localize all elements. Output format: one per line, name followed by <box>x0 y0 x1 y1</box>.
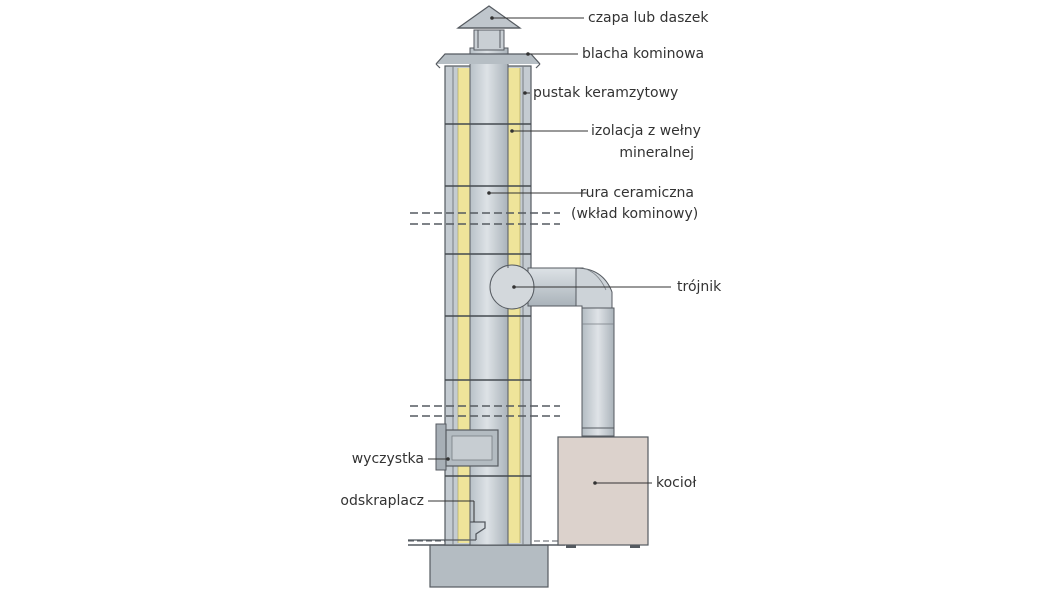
label-condensate: odskraplacz <box>340 493 424 509</box>
label-tee: trójnik <box>677 279 722 295</box>
condensate-drain <box>408 521 486 541</box>
label-insulation-line1: izolacja z wełny <box>591 123 701 139</box>
block-joints <box>445 123 531 477</box>
label-insulation-line2: mineralnej <box>619 145 694 161</box>
leader-dots <box>446 16 597 485</box>
label-pipe-line1: rura ceramiczna <box>579 185 694 201</box>
leader-lines <box>428 17 671 522</box>
chimney-cap <box>456 5 522 51</box>
label-cap: czapa lub daszek <box>588 10 709 26</box>
foundation <box>408 540 565 588</box>
label-block: pustak keramzytowy <box>533 85 679 101</box>
boiler <box>557 436 649 548</box>
label-boiler: kocioł <box>656 475 697 491</box>
ceiling-lines <box>410 212 560 417</box>
label-flashing: blacha kominowa <box>582 46 705 62</box>
label-pipe-line2: (wkład kominowy) <box>571 206 699 222</box>
cleanout-door <box>435 423 499 471</box>
chimney-flashing <box>435 53 541 69</box>
label-cleanout: wyczystka <box>351 451 424 467</box>
